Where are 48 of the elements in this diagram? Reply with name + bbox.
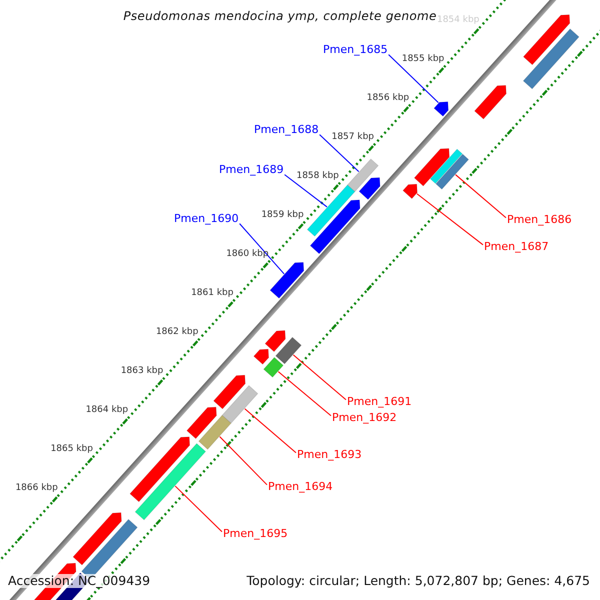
tick-label: 1861 kbp [191, 288, 234, 298]
tick-label: 1856 kbp [366, 92, 410, 104]
tick-label: 1857 kbp [332, 132, 374, 142]
gene-feature [275, 336, 302, 364]
gene-label: Pmen_1689 [219, 164, 284, 177]
gene-feature [306, 184, 356, 237]
tick-label: 1866 kbp [15, 483, 58, 494]
tick-label: 1859 kbp [261, 210, 304, 220]
leader-line [292, 354, 346, 400]
gene-feature [253, 348, 269, 365]
gene-label: Pmen_1694 [268, 481, 333, 494]
gene-feature [134, 443, 206, 520]
gene-feature [347, 158, 379, 192]
tick-label: 1860 kbp [226, 249, 269, 260]
gene-feature [198, 414, 232, 450]
gene-label: Pmen_1695 [223, 528, 288, 541]
gene-label: Pmen_1686 [507, 214, 572, 227]
gene-label: Pmen_1693 [297, 449, 362, 462]
leader-line [319, 134, 360, 172]
gene-label: Pmen_1691 [347, 396, 412, 409]
gene-feature [270, 262, 304, 299]
leader-line [239, 223, 285, 274]
gene-feature [263, 356, 284, 378]
leader-line [219, 436, 268, 486]
leader-line [416, 193, 484, 246]
tick-label: 1858 kbp [296, 170, 339, 182]
gene-feature [222, 385, 258, 424]
leader-line [278, 371, 332, 416]
tick-label: 1863 kbp [120, 366, 164, 376]
gene-feature [434, 102, 449, 117]
gene-feature [402, 184, 418, 199]
gene-label: Pmen_1690 [174, 213, 239, 226]
diagram-title: Pseudomonas mendocina ymp, complete genome [123, 9, 437, 23]
leader-line [388, 54, 439, 104]
footer-text: Accession: NC_009439 [8, 574, 150, 588]
gene-feature [435, 154, 470, 190]
leader-line [455, 174, 506, 218]
leader-line [284, 174, 328, 208]
gene-label: Pmen_1688 [254, 124, 319, 137]
tick-label: 1865 kbp [50, 444, 93, 454]
leader-line [174, 486, 222, 532]
footer-text: Topology: circular; Length: 5,072,807 bp; Genes: 4,675 [246, 574, 590, 588]
gene-label: Pmen_1685 [323, 44, 388, 57]
gene-label: Pmen_1687 [484, 241, 549, 254]
tick-label: 1855 kbp [402, 54, 444, 64]
gene-label: Pmen_1692 [332, 412, 397, 425]
tick-label: 1864 kbp [86, 405, 128, 416]
tick-label: 1862 kbp [156, 327, 198, 338]
